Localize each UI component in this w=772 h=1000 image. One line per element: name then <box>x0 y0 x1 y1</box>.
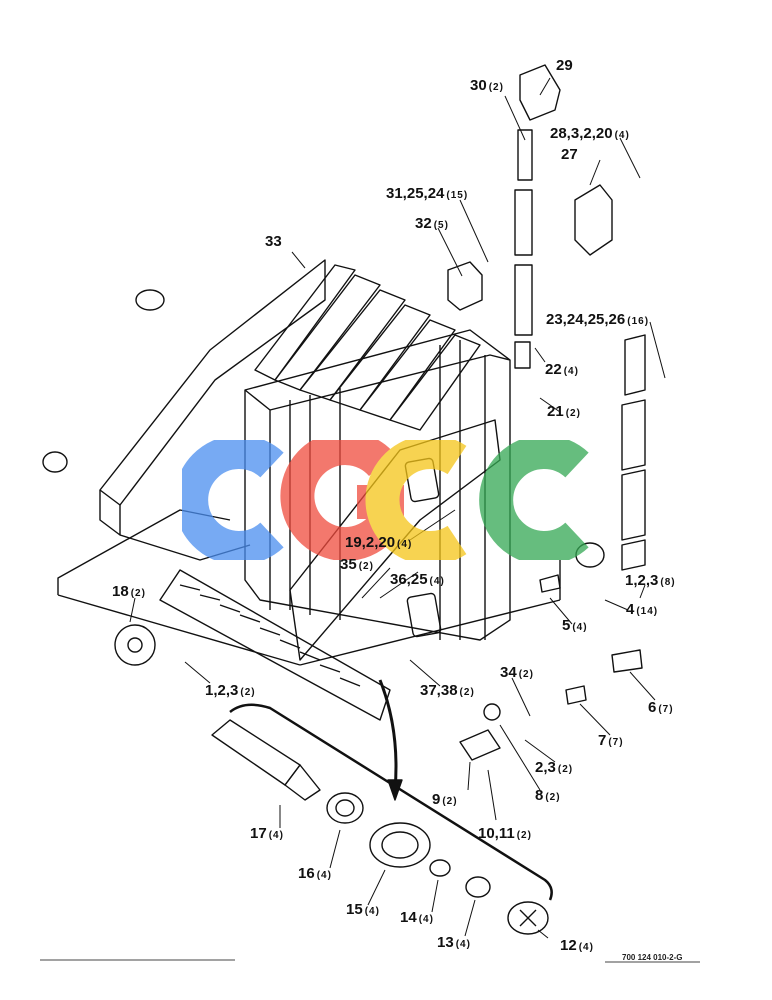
callout-13: 13(4) <box>437 934 471 951</box>
callout-35: 35(2) <box>340 556 374 573</box>
callout-31: 31,25,24(15) <box>386 185 469 202</box>
nut-13 <box>465 876 491 898</box>
callout-17: 17(4) <box>250 825 284 842</box>
main-housing <box>244 329 511 641</box>
callout-22: 22(4) <box>545 361 579 378</box>
watermark-logo <box>174 431 592 565</box>
assembly-bracket <box>229 703 553 901</box>
callout-23: 23,24,25,26(16) <box>546 311 650 328</box>
callout-27: 27 <box>561 146 578 163</box>
callout-5: 5(4) <box>562 617 588 634</box>
drawing-code: 700 124 010-2-G <box>622 953 683 962</box>
sleeve-15 <box>369 822 431 868</box>
guide-strip-top <box>517 129 533 181</box>
roller-tube-17 <box>211 719 301 786</box>
callout-9: 9(2) <box>432 791 458 808</box>
fin-1 <box>254 264 356 381</box>
part-7 <box>565 685 587 705</box>
bracket-29 <box>519 64 561 121</box>
part-9 <box>459 729 501 761</box>
part-8 <box>483 703 501 721</box>
callout-6: 6(7) <box>648 699 674 716</box>
callout-1-2-3-a: 1,2,3(8) <box>625 572 676 589</box>
washer-14 <box>429 859 451 877</box>
callout-32: 32(5) <box>415 215 449 232</box>
callout-1-2-3-b: 1,2,3(2) <box>205 682 256 699</box>
fin-2 <box>274 274 381 391</box>
part-6 <box>611 649 643 673</box>
callout-21: 21(2) <box>547 403 581 420</box>
bracket-32 <box>447 261 483 311</box>
bearing-18 <box>114 624 156 666</box>
callout-14: 14(4) <box>400 909 434 926</box>
callout-8: 8(2) <box>535 787 561 804</box>
fin-6 <box>389 334 481 431</box>
base-outline <box>57 509 561 666</box>
part-5 <box>539 574 561 593</box>
leader-lines <box>129 77 666 939</box>
callout-7: 7(7) <box>598 732 624 749</box>
callout-16: 16(4) <box>298 865 332 882</box>
fin-5 <box>359 319 456 421</box>
callout-30: 30(2) <box>470 77 504 94</box>
fin-4 <box>329 304 431 411</box>
bracket-27 <box>574 184 613 256</box>
callout-18: 18(2) <box>112 583 146 600</box>
callout-36: 36,25(4) <box>390 571 445 588</box>
callout-15: 15(4) <box>346 901 380 918</box>
bearing-16 <box>326 792 364 824</box>
callout-10-11: 10,11(2) <box>478 825 532 842</box>
bottom-trough <box>159 569 391 721</box>
right-strip-a <box>624 334 646 396</box>
callout-34: 34(2) <box>500 664 534 681</box>
callout-2-3: 2,3(2) <box>535 759 574 776</box>
callout-12: 12(4) <box>560 937 594 954</box>
callout-37: 37,38(2) <box>420 682 475 699</box>
fin-3 <box>299 289 406 401</box>
cap-12 <box>507 901 549 935</box>
callout-33: 33 <box>265 233 282 250</box>
callout-29: 29 <box>556 57 573 74</box>
callout-19: 19,2,20(4) <box>345 534 413 551</box>
callout-4: 4(14) <box>626 601 659 618</box>
callout-28: 28,3,2,20(4) <box>550 125 630 142</box>
